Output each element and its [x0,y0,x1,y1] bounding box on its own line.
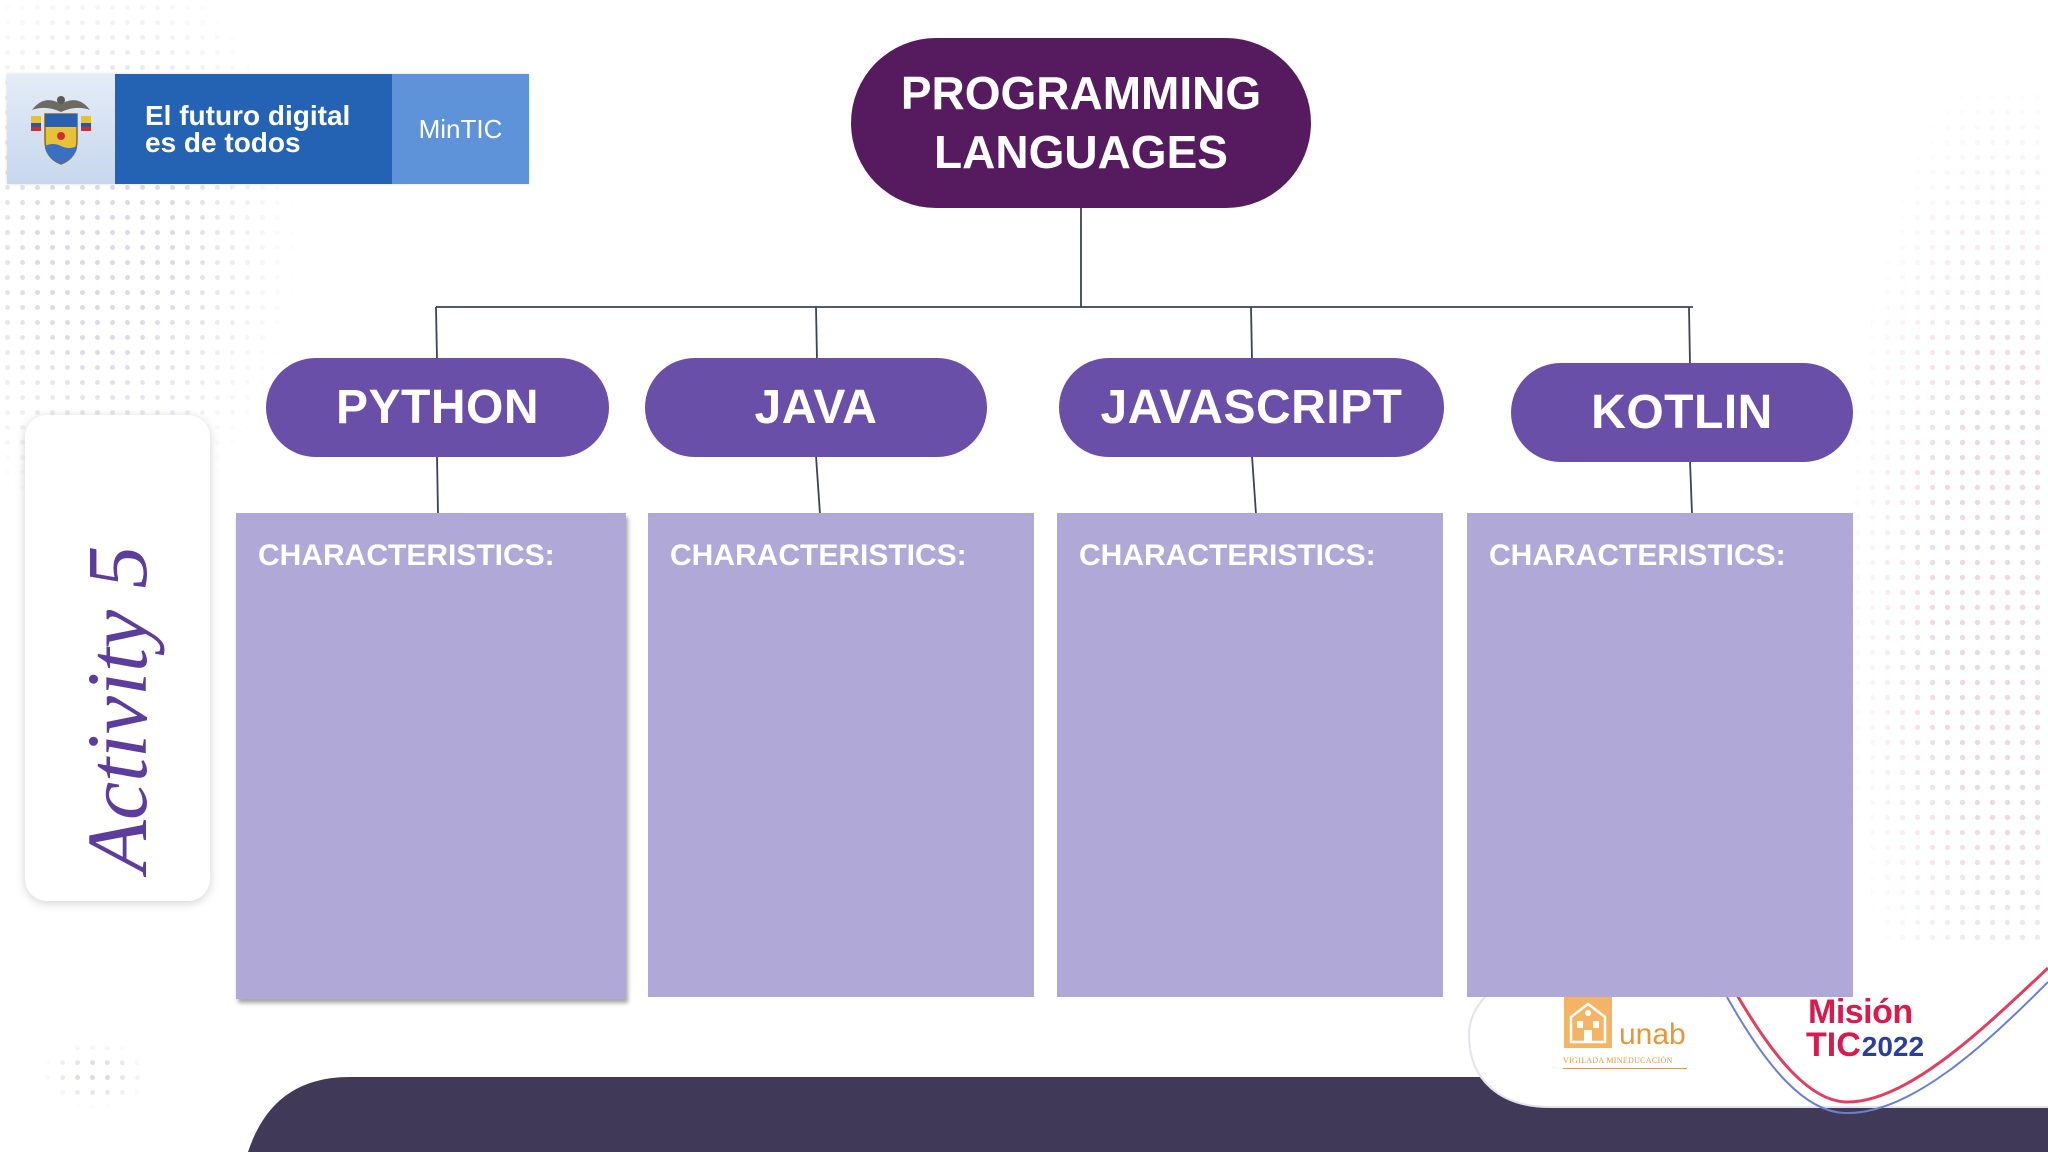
branch-line-kotlin [1688,306,1691,366]
activity-label: Activity 5 [69,545,165,873]
coat-of-arms-icon [31,96,91,165]
root-node-label-line2: LANGUAGES [934,126,1228,178]
swoosh-blue-line [1726,981,2048,1115]
building-icon [1564,997,1612,1048]
characteristics-label: CHARACTERISTICS: [258,539,555,572]
characteristics-box-python: CHARACTERISTICS: [236,513,626,999]
language-node-python: PYTHON [266,358,609,457]
box-link-java [815,455,821,515]
characteristics-label: CHARACTERISTICS: [1079,539,1376,572]
characteristics-box-java: CHARACTERISTICS: [648,513,1034,997]
logo-tagline: El futuro digital es de todos [115,74,392,184]
mision-tic-logo-line2: TIC2022 [1806,1026,1924,1071]
footer-logo-bubble-edge [1467,989,2048,1108]
mision-tic-logo-year: 2022 [1861,1031,1925,1062]
characteristics-box-kotlin: CHARACTERISTICS: [1467,513,1853,997]
box-link-python [436,455,439,515]
language-node-java: JAVA [645,358,987,457]
branch-line-java [815,306,818,361]
characteristics-label: CHARACTERISTICS: [670,539,967,572]
swoosh-red-line [1735,966,2048,1104]
mintic-header-logo: El futuro digital es de todos MinTIC [7,74,529,184]
dot-pattern-decoration [1850,90,2048,950]
activity-card: Activity 5 [25,415,210,901]
logo-tagline-line1: El futuro digital [145,100,351,131]
mision-tic-logo-word: Misión [1808,993,1913,1031]
box-link-javascript [1251,455,1257,515]
mision-tic-logo-acronym: TIC [1806,1026,1861,1064]
box-link-kotlin [1689,460,1693,515]
characteristics-box-javascript: CHARACTERISTICS: [1057,513,1443,997]
language-node-kotlin: KOTLIN [1511,363,1853,462]
root-node-label-line1: PROGRAMMING [900,67,1262,119]
root-node-programming-languages: PROGRAMMING LANGUAGES [851,38,1311,208]
logo-brand: MinTIC [392,74,529,184]
language-node-javascript: JAVASCRIPT [1059,358,1444,457]
branch-line-python [435,306,438,361]
logo-emblem [7,74,115,184]
branch-line-javascript [1250,306,1253,361]
unab-logo-tagline: VIGILADA MINEDUCACIÓN [1563,1056,1687,1069]
logo-tagline-line2: es de todos [145,127,301,158]
characteristics-label: CHARACTERISTICS: [1489,539,1786,572]
unab-logo-name: unab [1619,1018,1686,1051]
dot-pattern-decoration [40,1040,150,1110]
